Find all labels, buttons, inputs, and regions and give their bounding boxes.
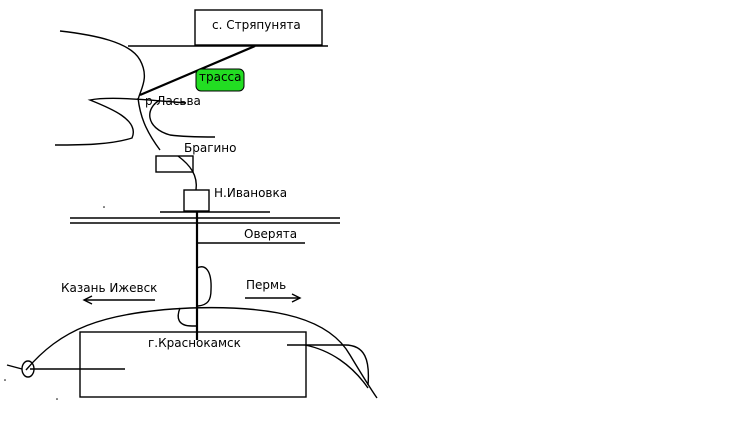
dot-mark-2 (56, 398, 58, 400)
krasnokamsk-label: г.Краснокамск (148, 336, 241, 350)
road-bragino-to-ivanovka (177, 155, 197, 191)
west-road-stub (6, 364, 23, 370)
overyata-label: Оверята (244, 227, 297, 241)
highway-badge (195, 68, 245, 92)
perm-label: Пермь (246, 278, 286, 292)
river-lasva-lower (149, 99, 216, 138)
river-lasva-label: р.Ласьва (145, 94, 201, 108)
bragino-box (155, 155, 194, 173)
east-road-fork (287, 344, 370, 386)
n-ivanovka-box (183, 189, 210, 212)
road-river-to-bragino (137, 97, 161, 151)
village-stryapunyata-box (194, 9, 323, 46)
dot-mark-1 (103, 206, 105, 208)
highway-badge-label: трасса (199, 70, 242, 84)
dot-mark-3 (4, 379, 6, 381)
krasnokamsk-box (79, 331, 307, 398)
n-ivanovka-label: Н.Ивановка (214, 186, 287, 200)
east-road-fork-2 (304, 344, 369, 389)
arrow-east-head (291, 293, 302, 303)
river-lasva-upper (59, 30, 145, 101)
bypass-arc (25, 306, 378, 399)
village-stryapunyata-label: с. Стряпунята (212, 18, 301, 32)
river-lasva-loop (54, 97, 187, 146)
arrow-west-head (82, 295, 93, 305)
road-loop-lower (177, 307, 197, 327)
bragino-label: Брагино (184, 141, 237, 155)
road-loop (196, 266, 212, 307)
kazan-izhevsk-label: Казань Ижевск (61, 281, 157, 295)
